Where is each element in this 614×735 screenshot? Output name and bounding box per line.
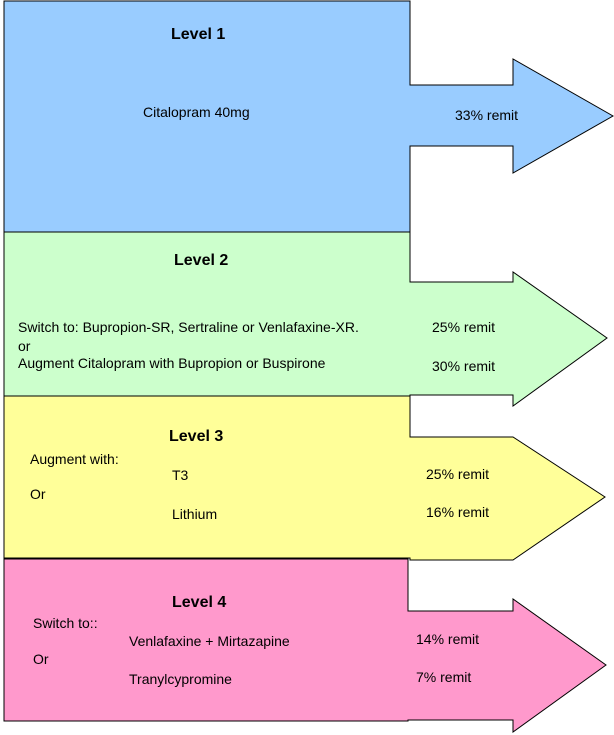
level-1-treatment: Citalopram 40mg xyxy=(143,104,250,120)
level-1-remit: 33% remit xyxy=(455,107,519,123)
level-3-option-lithium: Lithium xyxy=(172,506,218,522)
level-4-title: Level 4 xyxy=(172,594,227,611)
level-2-remit-augment: 30% remit xyxy=(432,358,496,374)
level-2-augment-line: Augment Citalopram with Bupropion or Bus… xyxy=(18,355,326,371)
level-4-remit-tranylcypromine: 7% remit xyxy=(416,669,472,685)
level-3-remit-lithium: 16% remit xyxy=(426,504,490,520)
level-2-title: Level 2 xyxy=(174,252,229,269)
level-2-switch-line: Switch to: Bupropion-SR, Sertraline or V… xyxy=(18,319,359,335)
level-4-option-tranylcypromine: Tranylcypromine xyxy=(129,671,232,687)
level-3-arrow-shape xyxy=(3,395,606,561)
level-3-title: Level 3 xyxy=(169,428,224,445)
level-3-remit-t3: 25% remit xyxy=(426,466,490,482)
level-2-remit-switch: 25% remit xyxy=(432,319,496,335)
level-3-augment-label: Augment with: xyxy=(30,451,119,467)
level-1-title: Level 1 xyxy=(171,26,226,43)
level-4-switch-label: Switch to:: xyxy=(33,615,98,631)
level-3-option-t3: T3 xyxy=(172,467,189,483)
level-4-option-venlafaxine-mirtazapine: Venlafaxine + Mirtazapine xyxy=(129,633,290,649)
level-4-or: Or xyxy=(33,651,49,667)
level-4-remit-venlafaxine-mirtazapine: 14% remit xyxy=(416,631,480,647)
level-1-arrow-shape xyxy=(3,0,614,233)
level-3-or: Or xyxy=(30,486,46,502)
level-2-or: or xyxy=(18,338,31,354)
level-4-arrow-shape xyxy=(3,558,607,733)
